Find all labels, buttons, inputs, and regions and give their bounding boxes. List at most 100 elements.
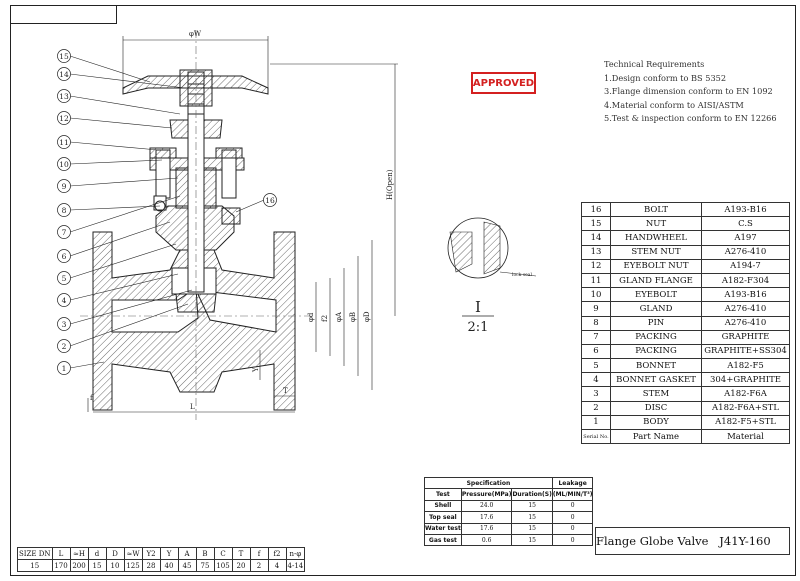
part-name: PACKING [610,343,702,360]
dimension-value: 45 [177,559,197,572]
dimension-value: 2 [249,559,269,572]
part-material: A276-410 [701,315,790,331]
spec-pressure: 24.0 [460,499,513,513]
part-material: GRAPHITE [701,329,790,345]
part-number: 1 [581,414,611,431]
part-material: A193-B16 [701,201,790,218]
part-number: 12 [581,258,611,274]
dimension-value: 75 [195,559,215,572]
spec-leak: 0 [551,511,594,524]
dimension-value: 15 [87,559,107,572]
part-number: 5 [581,358,611,374]
part-material: A193-B16 [701,287,790,303]
balloon-2: 2 [62,342,67,351]
dim-d2-label: f2 [321,315,329,322]
balloon-4: 4 [62,296,67,305]
part-number: 6 [581,343,611,360]
dimension-value: 4-14 [285,559,306,572]
part-number: 8 [581,315,611,331]
balloon-14: 14 [59,70,69,79]
part-name: NUT [610,216,702,232]
dimension-labels: φW H(Open) L T f φd f2 φA φB φD Y [90,30,394,411]
dim-w-label: φW [189,30,202,38]
dimension-value: 28 [141,559,161,572]
dimension-value: 125 [123,559,143,572]
dimension-value: 10 [105,559,125,572]
part-number: 2 [581,400,611,416]
spec-test: Shell [424,499,462,513]
dimension-header: d [87,547,107,560]
dim-d-label: φd [307,312,315,322]
part-number: 13 [581,244,611,260]
spec-duration: 15 [511,511,553,524]
detail-view: lock seal I 2:1 [447,217,537,335]
part-name: BONNET GASKET [610,372,702,388]
dim-k-label: φA [335,311,343,322]
dim-dd-label: φD [363,311,371,322]
spec-leak: 0 [551,533,594,547]
balloon-5: 5 [62,274,67,283]
part-number: 9 [581,301,611,317]
part-name: BONNET [610,358,702,374]
part-material: C.S [701,216,790,232]
part-number: 15 [581,216,611,232]
spec-header-pressure: Pressure(MPa) [460,488,513,501]
part-name: EYEBOLT NUT [610,258,702,274]
dimension-header: ≈W [123,547,143,560]
part-number: 4 [581,372,611,388]
valve-section [92,69,296,411]
corner-label-box [10,5,117,24]
part-name: PACKING [610,329,702,345]
title-block: Flange Globe Valve J41Y-160 [595,527,790,555]
spec-test: Water test [424,522,462,535]
balloon-16: 16 [265,196,275,205]
center-lines [80,30,310,420]
spec-header-test: Test [424,488,462,501]
valve-model: J41Y-160 [719,534,771,548]
part-material: A182-F6A+STL [701,400,790,416]
part-name: BOLT [610,201,702,218]
part-name: STEM NUT [610,244,702,260]
valve-name: Flange Globe Valve [596,534,709,548]
part-material: A182-F5 [701,358,790,374]
technical-requirements: Technical Requirements 1.Design conform … [604,58,777,126]
dimension-value: 20 [231,559,251,572]
part-number: 3 [581,386,611,402]
dimension-header: A [177,547,197,560]
dim-f-label: f [90,394,94,402]
part-material: A182-F5+STL [701,414,790,431]
part-material: A276-410 [701,244,790,260]
dimension-header: ≈H [69,547,89,560]
part-name: GLAND [610,301,702,317]
dimension-header: SIZE DN [17,547,53,560]
dimension-value: 200 [69,559,89,572]
serial-no-header: Serial No. [581,428,611,445]
spec-test: Top seal [424,511,462,524]
detail-scale: 2:1 [468,320,489,335]
dim-c-label: φB [349,312,357,322]
dim-h-label: H(Open) [386,169,394,200]
dimension-header: B [195,547,215,560]
dimension-header: T [231,547,251,560]
part-name-header: Part Name [610,428,702,445]
spec-pressure: 0.6 [460,533,513,547]
requirement-item: 3.Flange dimension conform to EN 1092 [604,86,773,97]
spec-leakage-title: Leakage [551,476,594,490]
spec-test: Gas test [424,533,462,547]
dim-t-label: T [283,387,288,395]
dimension-value: 4 [267,559,287,572]
requirement-item: 4.Material conform to AISI/ASTM [604,99,744,110]
spec-header-duration: Duration(S) [511,488,553,501]
